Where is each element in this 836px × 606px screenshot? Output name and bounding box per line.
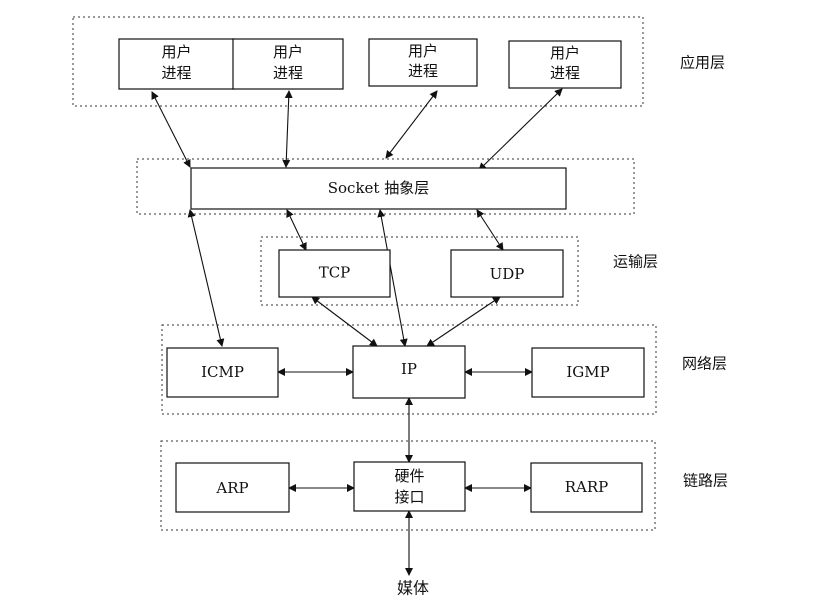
user-process-text-4-line-1: 用户 bbox=[550, 44, 580, 62]
user-process-text-1-line-1: 用户 bbox=[161, 43, 191, 61]
user-process-text-1-line-2: 进程 bbox=[161, 64, 191, 82]
transport-layer-label: 运输层 bbox=[613, 253, 658, 271]
ip-node: IP bbox=[352, 345, 466, 399]
socket-abstraction-node: Socket 抽象层 bbox=[190, 167, 567, 210]
transport-layer-frame bbox=[260, 236, 579, 306]
connection-socket-ip bbox=[377, 209, 408, 347]
user-process-node-1: 用户 进程 bbox=[118, 38, 235, 90]
arp-node: ARP bbox=[175, 462, 290, 513]
hardware-interface-box bbox=[353, 461, 466, 512]
medium-label: 媒体 bbox=[397, 579, 429, 598]
connection-socket-udp bbox=[476, 209, 504, 251]
connection-tcp-ip bbox=[311, 296, 378, 347]
user-process-text-2-line-2: 进程 bbox=[273, 64, 303, 82]
connection-user-process-1-socket bbox=[151, 91, 191, 168]
tcp-box bbox=[278, 249, 391, 298]
user-process-node-4: 用户 进程 bbox=[508, 40, 622, 89]
udp-node: UDP bbox=[450, 249, 564, 298]
connection-socket-tcp bbox=[286, 209, 307, 251]
igmp-node: IGMP bbox=[531, 347, 645, 398]
icmp-text: ICMP bbox=[201, 363, 244, 381]
connections bbox=[151, 88, 563, 576]
user-process-node-2: 用户 进程 bbox=[232, 38, 344, 90]
user-process-box-3 bbox=[368, 38, 478, 87]
icmp-box bbox=[166, 347, 279, 398]
hardware-interface-node: 硬件 接口 bbox=[353, 461, 466, 512]
connection-user-process-3-socket bbox=[385, 90, 438, 159]
arp-text: ARP bbox=[215, 479, 248, 497]
socket-abstraction-box bbox=[190, 167, 567, 210]
user-process-box-4 bbox=[508, 40, 622, 89]
rarp-node: RARP bbox=[530, 462, 643, 513]
user-process-box-2 bbox=[232, 38, 344, 90]
udp-text: UDP bbox=[490, 265, 525, 283]
udp-box bbox=[450, 249, 564, 298]
user-process-node-3: 用户 进程 bbox=[368, 38, 478, 87]
user-process-text-4-line-2: 进程 bbox=[550, 64, 580, 82]
ip-box bbox=[352, 345, 466, 399]
tcp-node: TCP bbox=[278, 249, 391, 298]
connection-socket-icmp bbox=[187, 209, 225, 347]
rarp-box bbox=[530, 462, 643, 513]
application-layer-frame bbox=[72, 16, 644, 107]
ip-text: IP bbox=[401, 360, 417, 378]
connection-udp-ip bbox=[426, 296, 501, 347]
user-process-text-3-line-1: 用户 bbox=[408, 42, 438, 60]
rarp-text: RARP bbox=[565, 478, 609, 496]
application-layer-label: 应用层 bbox=[680, 54, 725, 72]
network-layer-label: 网络层 bbox=[682, 355, 727, 373]
link-layer-label: 链路层 bbox=[683, 472, 728, 490]
igmp-text: IGMP bbox=[566, 363, 609, 381]
socket-abstraction-text: Socket 抽象层 bbox=[328, 179, 429, 197]
connection-user-process-4-socket bbox=[478, 88, 563, 171]
icmp-node: ICMP bbox=[166, 347, 279, 398]
user-process-text-2-line-1: 用户 bbox=[273, 43, 303, 61]
tcp-text: TCP bbox=[319, 264, 351, 282]
igmp-box bbox=[531, 347, 645, 398]
hardware-interface-text-line-2: 接口 bbox=[394, 488, 424, 506]
connection-user-process-2-socket bbox=[282, 90, 293, 168]
hardware-interface-text-line-1: 硬件 bbox=[394, 467, 424, 485]
user-process-text-3-line-2: 进程 bbox=[408, 62, 438, 80]
arp-box bbox=[175, 462, 290, 513]
